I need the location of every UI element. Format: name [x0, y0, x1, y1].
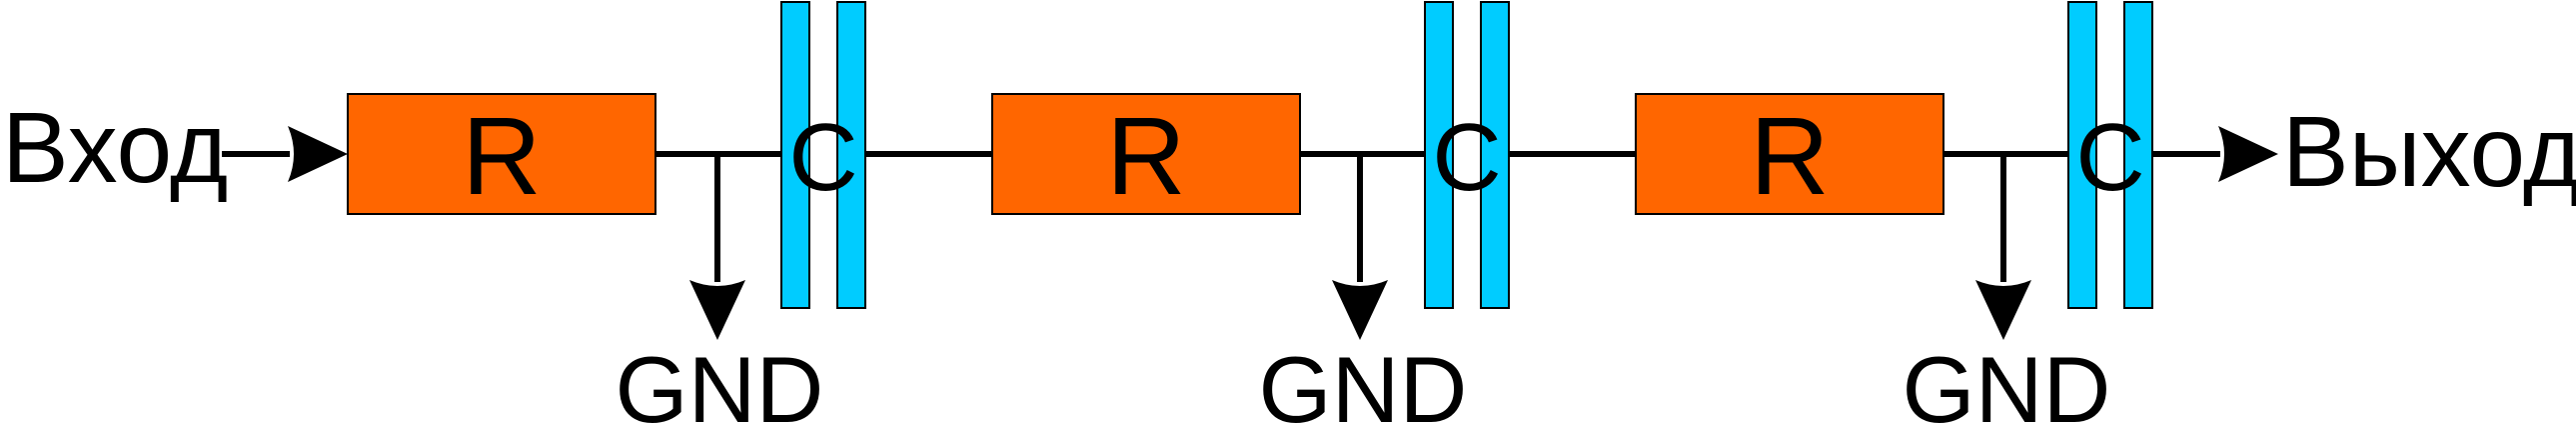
input-label: Вход [2, 92, 228, 204]
output-arrowhead [2218, 126, 2278, 182]
resistor-1 [347, 93, 656, 215]
capacitor-1-label: C [788, 104, 857, 211]
resistor-1-label: R [462, 95, 541, 218]
ground-arrowhead-2 [1332, 280, 1388, 340]
stage-3: R GND C [1635, 1, 2153, 426]
capacitor-3-label: C [2075, 104, 2144, 211]
capacitor-3-plate-left [2067, 1, 2097, 309]
capacitor-1-plate-left [780, 1, 810, 309]
ground-arrowhead-1 [689, 280, 745, 340]
output-label: Выход [2282, 96, 2576, 208]
ground-label-3: GND [1903, 337, 2111, 426]
resistor-2 [991, 93, 1301, 215]
capacitor-2-label: C [1432, 104, 1501, 211]
capacitor-1-plate-right [836, 1, 866, 309]
stage-1: R GND C [347, 1, 992, 426]
resistor-3-label: R [1750, 95, 1829, 218]
ground-arrowhead-3 [1975, 280, 2031, 340]
capacitor-2-plate-right [1480, 1, 1510, 309]
stage-2: R GND C [991, 1, 1636, 426]
input-arrowhead [288, 126, 348, 182]
capacitor-3-plate-right [2123, 1, 2153, 309]
ground-label-2: GND [1259, 337, 1468, 426]
ground-label-1: GND [616, 337, 824, 426]
capacitor-2-plate-left [1424, 1, 1454, 309]
resistor-2-label: R [1106, 95, 1185, 218]
